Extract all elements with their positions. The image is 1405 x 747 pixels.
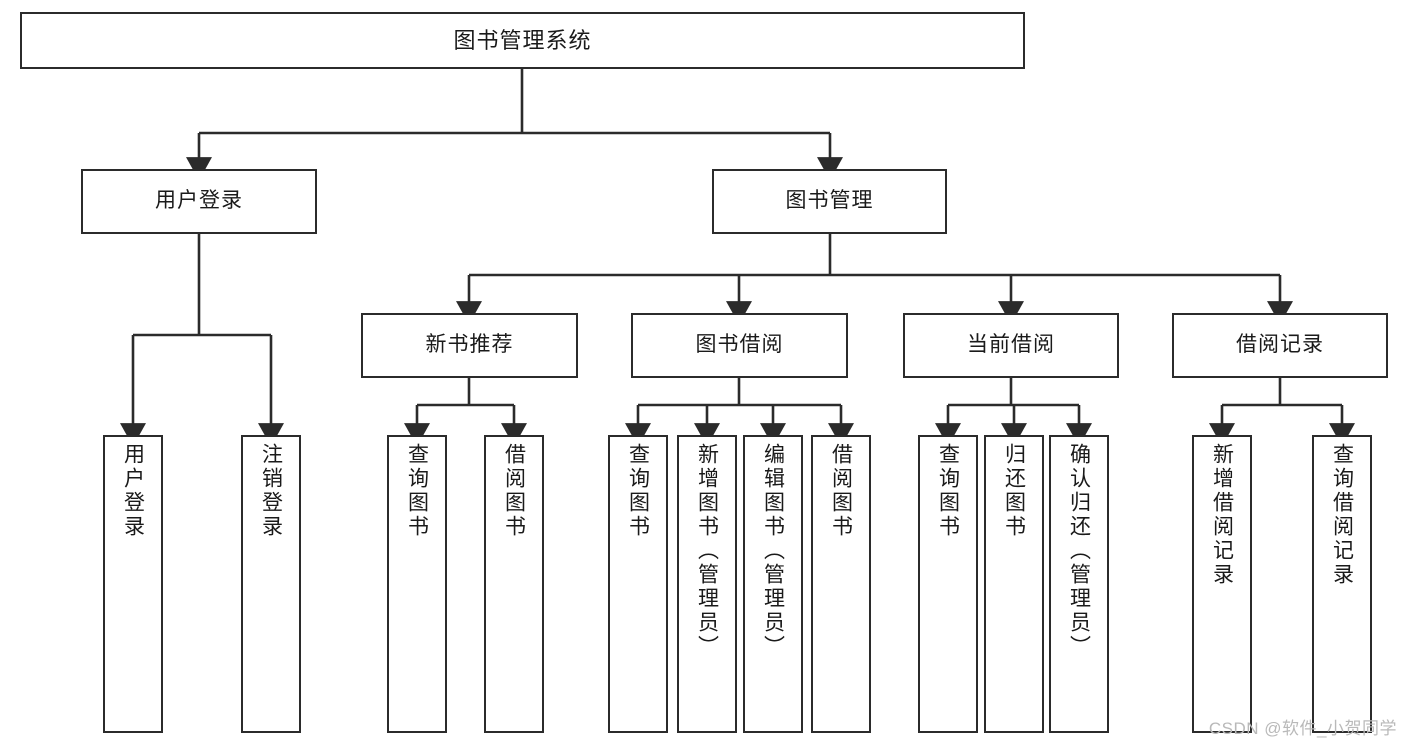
node-current-borrow[interactable]: 当前借阅 [903, 313, 1119, 378]
node-borrow-record-label: 借阅记录 [1236, 333, 1324, 357]
node-leaf-user-login-label: 用户登录 [121, 443, 145, 539]
node-leaf-user-login[interactable]: 用户登录 [103, 435, 163, 733]
node-leaf-borrow-book-1-label: 借阅图书 [502, 443, 526, 539]
node-root[interactable]: 图书管理系统 [20, 12, 1025, 69]
node-book-borrow-label: 图书借阅 [695, 333, 784, 357]
node-book-manage[interactable]: 图书管理 [712, 169, 947, 234]
watermark-text: CSDN @软件_小贺同学 [1208, 719, 1397, 738]
node-leaf-confirm-return-admin[interactable]: 确认归还（管理员） [1049, 435, 1109, 733]
node-user-login-label: 用户登录 [155, 189, 243, 213]
node-root-label: 图书管理系统 [453, 27, 592, 53]
node-current-borrow-label: 当前借阅 [967, 333, 1055, 357]
node-leaf-query-book-2-label: 查询图书 [626, 443, 650, 539]
node-borrow-record[interactable]: 借阅记录 [1172, 313, 1388, 378]
node-new-book-recommend-label: 新书推荐 [425, 333, 514, 357]
node-leaf-user-logout-label: 注销登录 [259, 443, 283, 539]
node-leaf-edit-book-admin[interactable]: 编辑图书（管理员） [743, 435, 803, 733]
node-leaf-return-book[interactable]: 归还图书 [984, 435, 1044, 733]
node-leaf-query-book-3[interactable]: 查询图书 [918, 435, 978, 733]
node-book-borrow[interactable]: 图书借阅 [631, 313, 848, 378]
node-new-book-recommend[interactable]: 新书推荐 [361, 313, 578, 378]
node-leaf-add-borrow-record[interactable]: 新增借阅记录 [1192, 435, 1252, 733]
node-leaf-edit-book-admin-label: 编辑图书（管理员） [761, 443, 785, 659]
node-user-login[interactable]: 用户登录 [81, 169, 317, 234]
node-leaf-borrow-book-1[interactable]: 借阅图书 [484, 435, 544, 733]
node-leaf-add-borrow-record-label: 新增借阅记录 [1210, 443, 1234, 587]
node-leaf-user-logout[interactable]: 注销登录 [241, 435, 301, 733]
node-leaf-query-borrow-record-label: 查询借阅记录 [1330, 443, 1354, 587]
node-leaf-add-book-admin[interactable]: 新增图书（管理员） [677, 435, 737, 733]
node-leaf-confirm-return-admin-label: 确认归还（管理员） [1067, 443, 1091, 659]
node-leaf-return-book-label: 归还图书 [1002, 443, 1026, 539]
node-leaf-borrow-book-2-label: 借阅图书 [829, 443, 853, 539]
node-leaf-borrow-book-2[interactable]: 借阅图书 [811, 435, 871, 733]
node-leaf-query-book-1-label: 查询图书 [405, 443, 429, 539]
node-leaf-query-borrow-record[interactable]: 查询借阅记录 [1312, 435, 1372, 733]
node-leaf-query-book-1[interactable]: 查询图书 [387, 435, 447, 733]
node-leaf-add-book-admin-label: 新增图书（管理员） [695, 443, 719, 659]
node-leaf-query-book-3-label: 查询图书 [936, 443, 960, 539]
node-book-manage-label: 图书管理 [785, 189, 874, 213]
node-leaf-query-book-2[interactable]: 查询图书 [608, 435, 668, 733]
